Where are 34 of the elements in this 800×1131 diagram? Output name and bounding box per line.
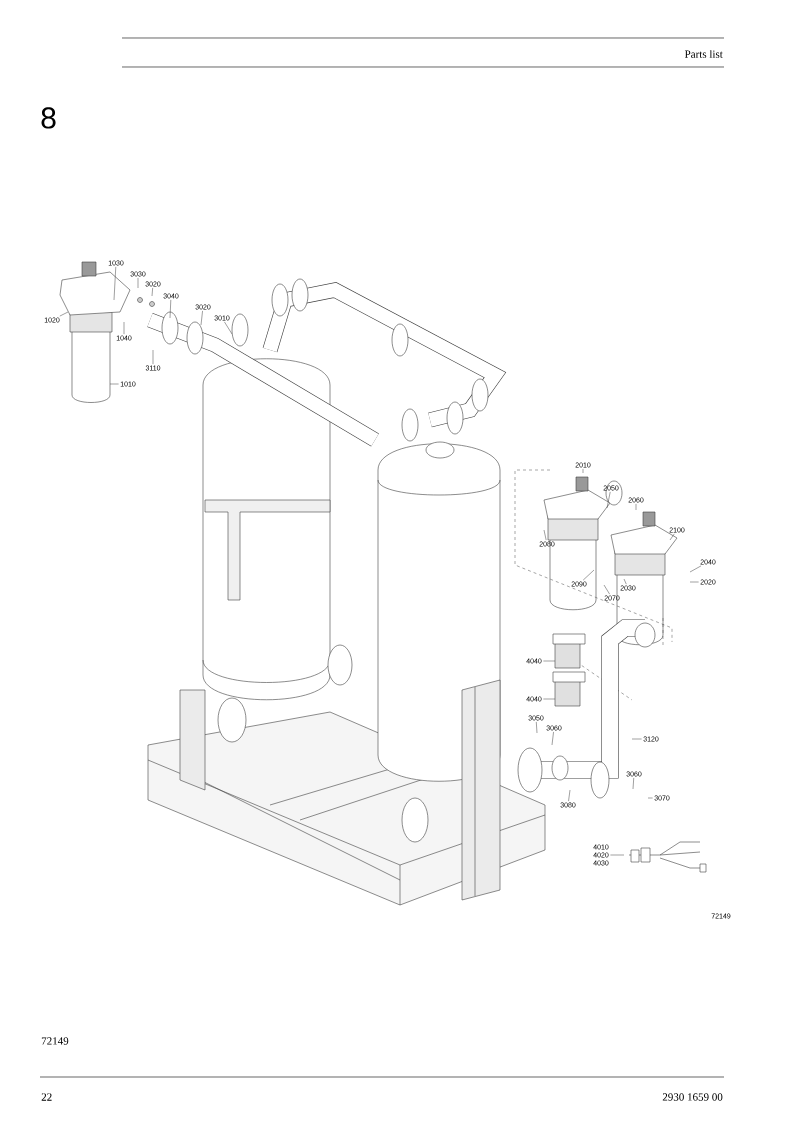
leader-line: [606, 491, 611, 509]
leader-line: [632, 777, 634, 790]
leader-line: [631, 738, 642, 740]
section-number: 8: [41, 107, 56, 129]
leader-line: [152, 349, 154, 365]
leader-line: [536, 721, 538, 734]
leader-line: [603, 584, 610, 595]
leader-line: [543, 660, 556, 662]
leader-line: [623, 578, 627, 585]
leader-line: [169, 299, 172, 319]
leader-line: [137, 277, 139, 289]
leader-line: [610, 854, 625, 856]
leader-line: [689, 581, 699, 583]
page-number: 22: [41, 1093, 52, 1101]
leader-line: [543, 698, 556, 700]
leader-line: [568, 789, 571, 802]
leader-line: [224, 321, 233, 335]
document-number: 2930 1659 00: [662, 1093, 723, 1101]
leader-line: [113, 266, 117, 301]
leader-line: [635, 503, 637, 511]
leader-line: [689, 565, 702, 573]
leader-line: [151, 287, 153, 297]
drawing-number: 72149: [41, 1037, 69, 1045]
leader-line: [109, 383, 119, 385]
leader-line: [582, 569, 595, 581]
leader-line: [582, 468, 584, 474]
leader-line: [59, 311, 69, 317]
leader-line: [551, 731, 554, 746]
leader-line: [200, 310, 203, 326]
leader-line: [647, 797, 653, 799]
leader-line: [123, 321, 125, 335]
page-header: Parts list: [684, 50, 723, 58]
leader-line: [543, 529, 547, 541]
leader-line: [669, 533, 675, 541]
